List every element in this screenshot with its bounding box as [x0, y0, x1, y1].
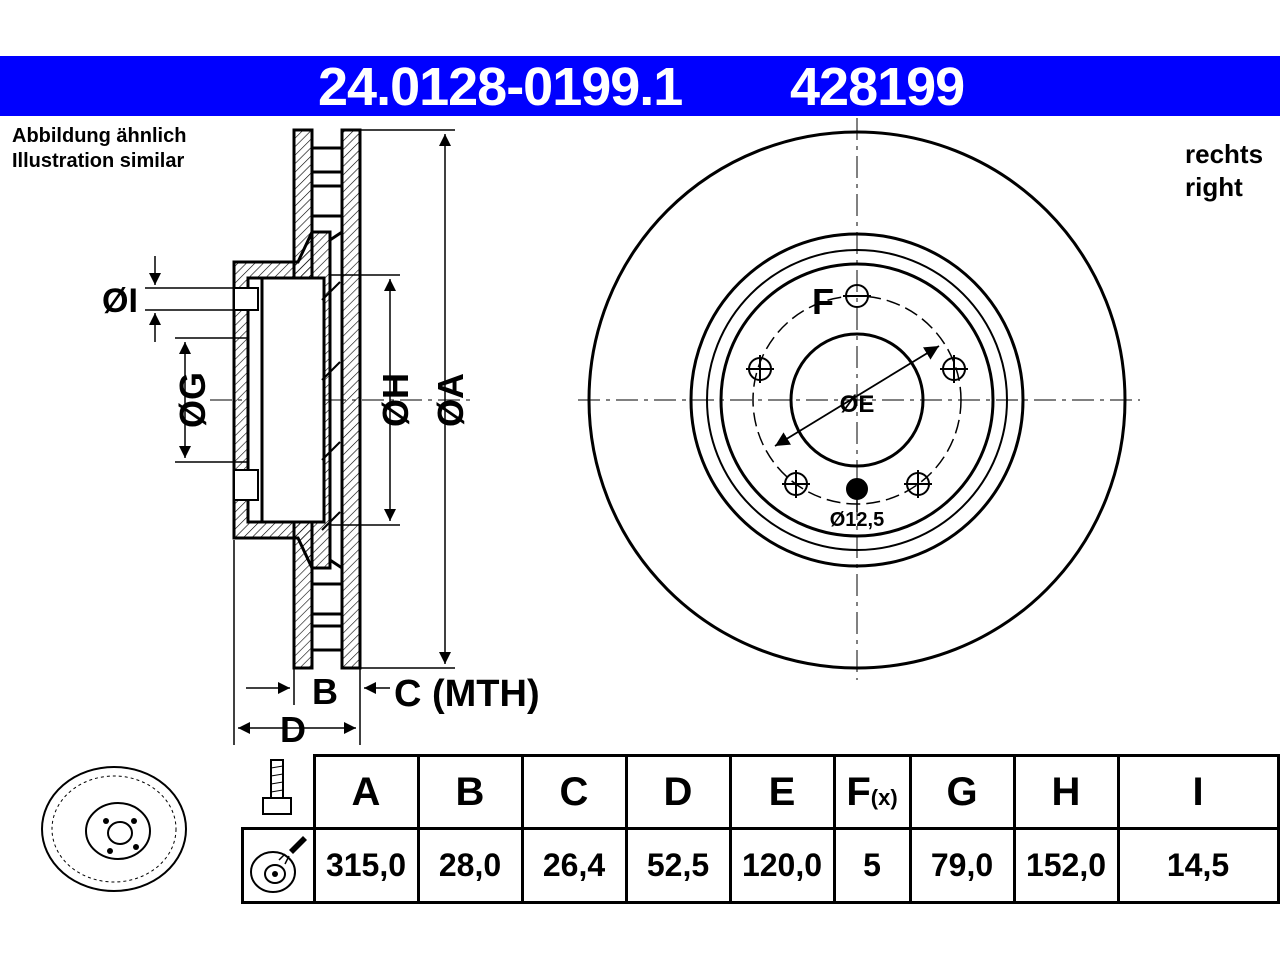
- value-c: 26,4: [520, 827, 628, 904]
- front-labels: F ØE Ø12,5: [812, 281, 884, 531]
- section-dimensions: [145, 129, 455, 745]
- value-h: 152,0: [1012, 827, 1120, 904]
- label-dim-d: D: [280, 709, 306, 750]
- label-dim-g: ØG: [172, 372, 213, 428]
- label-dim-e: ØE: [840, 391, 875, 418]
- spray-cell: [240, 827, 316, 904]
- bolt-holes: [746, 284, 968, 500]
- technical-drawing: ØI ØG ØH ØA B C (MTH) D F ØE Ø12,5: [102, 118, 1140, 750]
- value-g: 79,0: [908, 827, 1016, 904]
- disc-section-view: [210, 128, 470, 670]
- bolt-icon: [262, 758, 293, 815]
- label-hole-diameter: Ø12,5: [830, 509, 884, 531]
- header-i: I: [1116, 754, 1280, 830]
- header-d: D: [624, 754, 732, 830]
- part-number: 24.0128-0199.1: [318, 57, 683, 117]
- label-dim-h: ØH: [375, 373, 416, 427]
- value-f: 5: [832, 827, 912, 904]
- illustration-note: Abbildung ähnlich Illustration similar: [12, 124, 186, 174]
- label-dim-f: F: [812, 281, 834, 322]
- label-dim-c: C (MTH): [394, 673, 540, 715]
- disc-thumbnail-cell: [32, 756, 242, 903]
- header-c: C: [520, 754, 628, 830]
- header-b: B: [416, 754, 524, 830]
- side-note-de: rechts: [1185, 139, 1264, 169]
- header-f-suffix: (x): [870, 784, 898, 810]
- disc-thumbnail-icon: [41, 765, 188, 892]
- value-a: 315,0: [312, 827, 420, 904]
- value-e: 120,0: [728, 827, 836, 904]
- illustration-note-de: Abbildung ähnlich: [12, 125, 187, 147]
- header-f: F(x): [832, 754, 912, 830]
- header-banner: 24.0128-0199.1 428199: [0, 56, 1280, 116]
- header-g: G: [908, 754, 1016, 830]
- label-dim-i: ØI: [102, 282, 138, 320]
- section-labels: ØI ØG ØH ØA B C (MTH) D: [102, 282, 540, 750]
- illustration-note-en: Illustration similar: [12, 150, 185, 172]
- label-dim-a: ØA: [430, 373, 471, 427]
- header-e: E: [728, 754, 836, 830]
- spec-table: A B C D E F(x) G H I 315,0 28,0 26,4 52,…: [32, 754, 1280, 904]
- reference-number: 428199: [790, 57, 965, 117]
- bolt-cell: [242, 756, 314, 829]
- header-h: H: [1012, 754, 1120, 830]
- header-a: A: [312, 754, 420, 830]
- header-f-label: F: [846, 769, 871, 814]
- value-b: 28,0: [416, 827, 524, 904]
- side-note-en: right: [1185, 172, 1243, 202]
- side-note: rechts right: [1185, 138, 1263, 204]
- value-i: 14,5: [1116, 827, 1280, 904]
- spray-disc-icon: [250, 836, 307, 893]
- value-d: 52,5: [624, 827, 732, 904]
- disc-front-view: [578, 118, 1140, 680]
- label-dim-b: B: [312, 671, 338, 712]
